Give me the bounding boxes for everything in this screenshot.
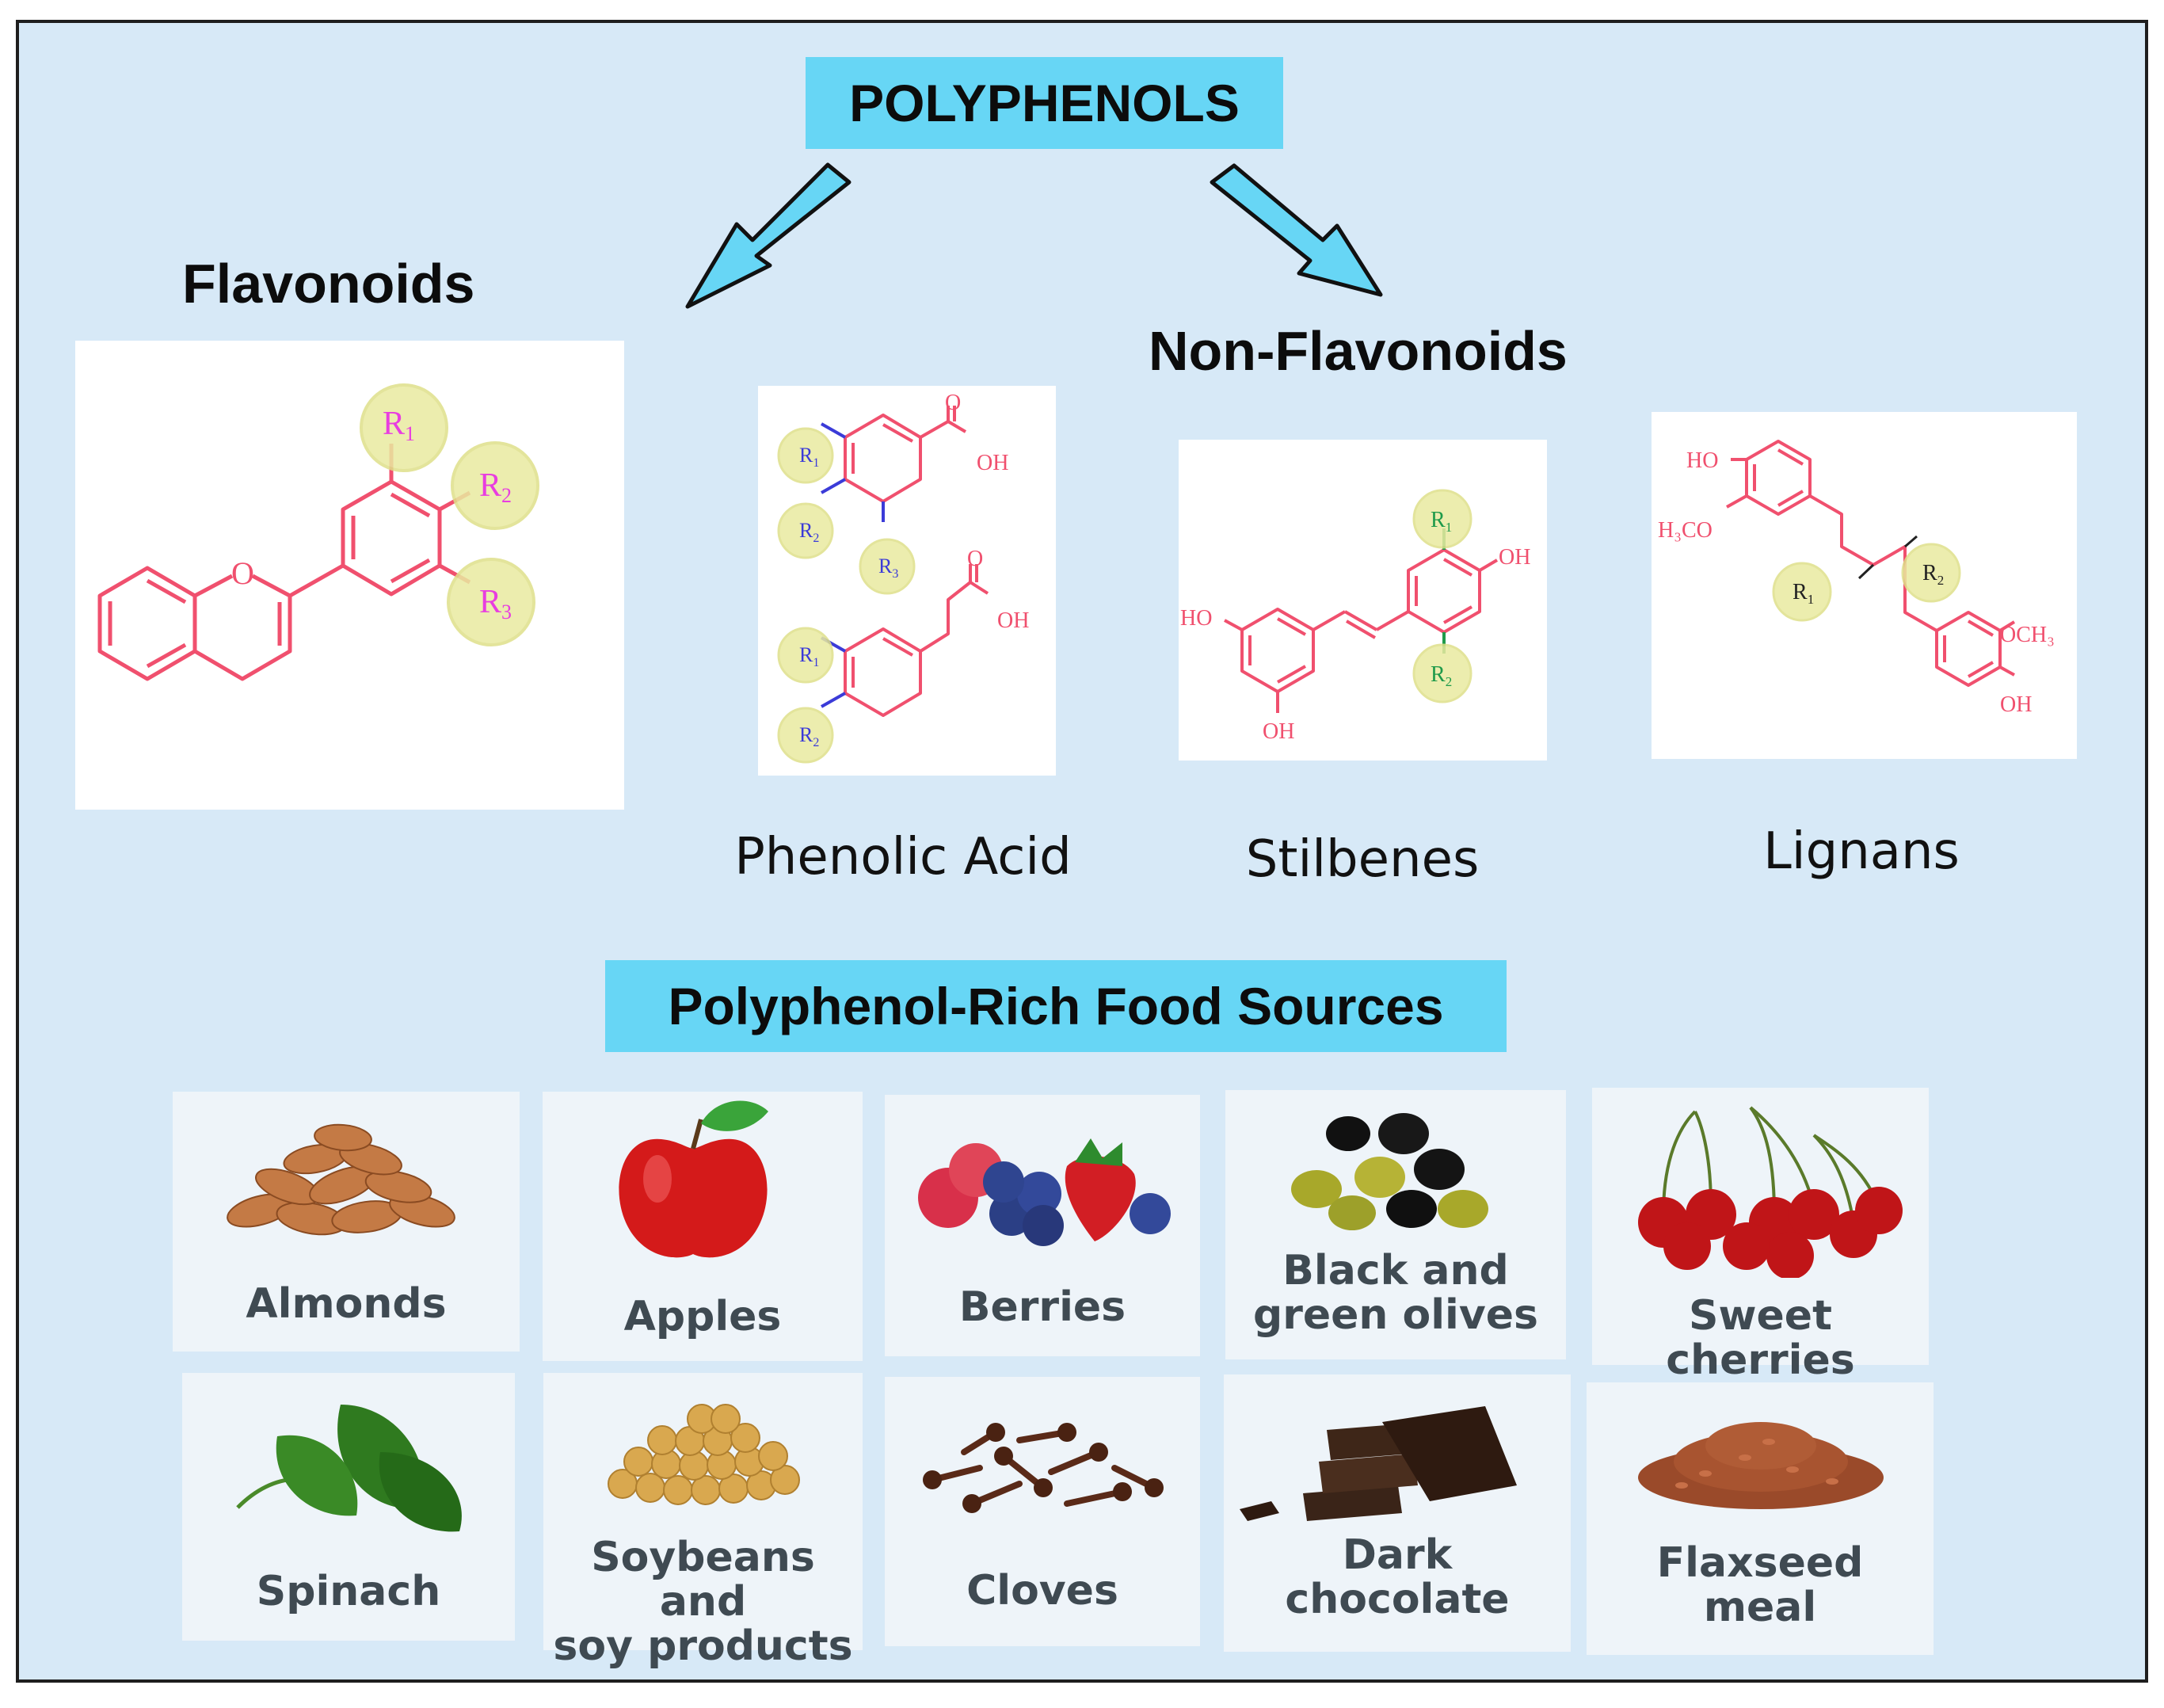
r-label: R [1793,580,1808,604]
cherries-icon [1638,1106,1903,1278]
r1-index: 1 [813,456,819,470]
svg-text:R1: R1 [799,444,819,470]
r-label: R [799,643,813,666]
lignans-label: Lignans [1763,822,1960,881]
food-label-almonds: Almonds [246,1280,447,1328]
r-label: R [479,467,501,504]
food-label-olives-line1: Black and [1282,1247,1509,1294]
food-card-cherries: Sweet cherries [1592,1088,1929,1382]
food-card-flaxseed: Flaxseed meal [1587,1382,1934,1655]
stilbenes-label: Stilbenes [1245,830,1480,889]
food-label-cherries: Sweet cherries [1666,1292,1855,1384]
r2-index: 2 [813,736,819,749]
food-label-flaxseed-line1: Flaxseed [1656,1539,1864,1587]
r-label: R [383,406,405,442]
food-card-cloves: Cloves [885,1377,1200,1646]
arrow-right-icon [1210,163,1383,297]
food-label-apples: Apples [623,1293,782,1340]
hydroxyl-label: OH [1263,719,1294,744]
r2-index: 2 [813,532,819,545]
food-label-berries: Berries [958,1283,1126,1331]
stilbene-structure: R1 R2 HO OH OH [1179,440,1547,761]
hydroxyl-label: HO [1686,448,1718,473]
r-label: R [799,723,813,746]
apple-icon [619,1100,768,1258]
food-label-flaxseed-line2: meal [1703,1584,1817,1631]
hydroxyl-label: OH [997,608,1029,633]
svg-text:R1: R1 [383,406,415,445]
non-flavonoids-title: Non-Flavonoids [1149,320,1568,382]
cloves-icon [923,1423,1164,1513]
svg-text:R2: R2 [799,723,819,749]
r2-index: 2 [1446,674,1453,689]
r-label: R [1922,561,1937,585]
svg-text:R2: R2 [1922,561,1944,588]
arrow-left-icon [685,162,852,309]
food-card-berries: Berries [885,1095,1200,1356]
r-label: R [1431,508,1446,532]
food-label-spinach: Spinach [256,1568,441,1615]
polyphenols-title-text: POLYPHENOLS [849,74,1240,132]
food-label-cloves: Cloves [966,1567,1118,1615]
chocolate-icon [1240,1406,1517,1521]
svg-text:R3: R3 [878,555,898,581]
svg-text:R3: R3 [479,584,512,623]
hydroxyl-label: HO [1180,606,1212,631]
r-label: R [799,444,813,467]
food-label-soybeans-line2: soy products [553,1622,853,1670]
flavonoids-title: Flavonoids [182,253,475,315]
r-label: R [1431,662,1446,687]
svg-text:R2: R2 [479,467,512,507]
methoxy-label: OCH₃ [2000,623,2055,647]
r3-index: 3 [892,567,898,581]
svg-text:R1: R1 [1793,580,1814,607]
polyphenols-title: POLYPHENOLS [806,57,1283,149]
soybean-icon [608,1404,800,1505]
food-sources-title: Polyphenol-Rich Food Sources [605,960,1507,1052]
methoxy-label: H₃CO [1658,518,1713,543]
r-label: R [479,584,501,620]
food-card-spinach: Spinach [182,1373,515,1641]
r2-index: 2 [1937,573,1945,588]
berries-icon [918,1138,1171,1246]
almond-icon [227,1123,455,1236]
flaxseed-icon [1638,1422,1884,1509]
lignan-structure: R1 R2 HO H₃CO OCH₃ OH [1652,412,2077,759]
r1-index: 1 [1446,520,1453,535]
food-card-almonds: Almonds [173,1092,520,1352]
oxygen-label: O [231,555,254,591]
food-label-olives-line2: green olives [1252,1291,1538,1339]
svg-text:R1: R1 [1431,508,1452,535]
r1-index: 1 [405,422,415,445]
food-card-apples: Apples [543,1092,863,1361]
phenolic-acid-label: Phenolic Acid [734,828,1072,886]
phenolic-acid-structure: R1 R2 R3 R1 R2 O OH O OH [758,386,1056,776]
food-card-soybeans: Soybeans and soy products [543,1373,863,1668]
r-label: R [799,519,813,542]
hydroxyl-label: OH [1499,545,1530,570]
carbonyl-oxygen-label: O [967,547,983,571]
food-card-dark-chocolate: Dark chocolate [1224,1374,1571,1652]
r-label: R [878,555,893,578]
svg-text:R2: R2 [799,519,819,545]
food-card-olives: Black and green olives [1225,1090,1566,1359]
r1-index: 1 [1808,592,1815,607]
food-label-chocolate-line2: chocolate [1285,1576,1510,1623]
svg-text:R2: R2 [1431,662,1452,689]
food-label-chocolate-line1: Dark [1342,1531,1453,1579]
hydroxyl-label: OH [977,451,1008,475]
hydroxyl-label: OH [2000,692,2032,717]
food-sources-title-text: Polyphenol-Rich Food Sources [668,977,1444,1035]
spinach-icon [236,1405,462,1532]
r3-index: 3 [501,600,512,623]
r1-index: 1 [813,656,819,669]
flavonoid-structure: O R1 R2 R3 [75,341,624,810]
r2-index: 2 [501,484,512,507]
olives-icon [1291,1113,1488,1230]
carbonyl-oxygen-label: O [945,391,961,415]
svg-text:R1: R1 [799,643,819,669]
food-label-soybeans-line1: Soybeans and [591,1534,815,1626]
